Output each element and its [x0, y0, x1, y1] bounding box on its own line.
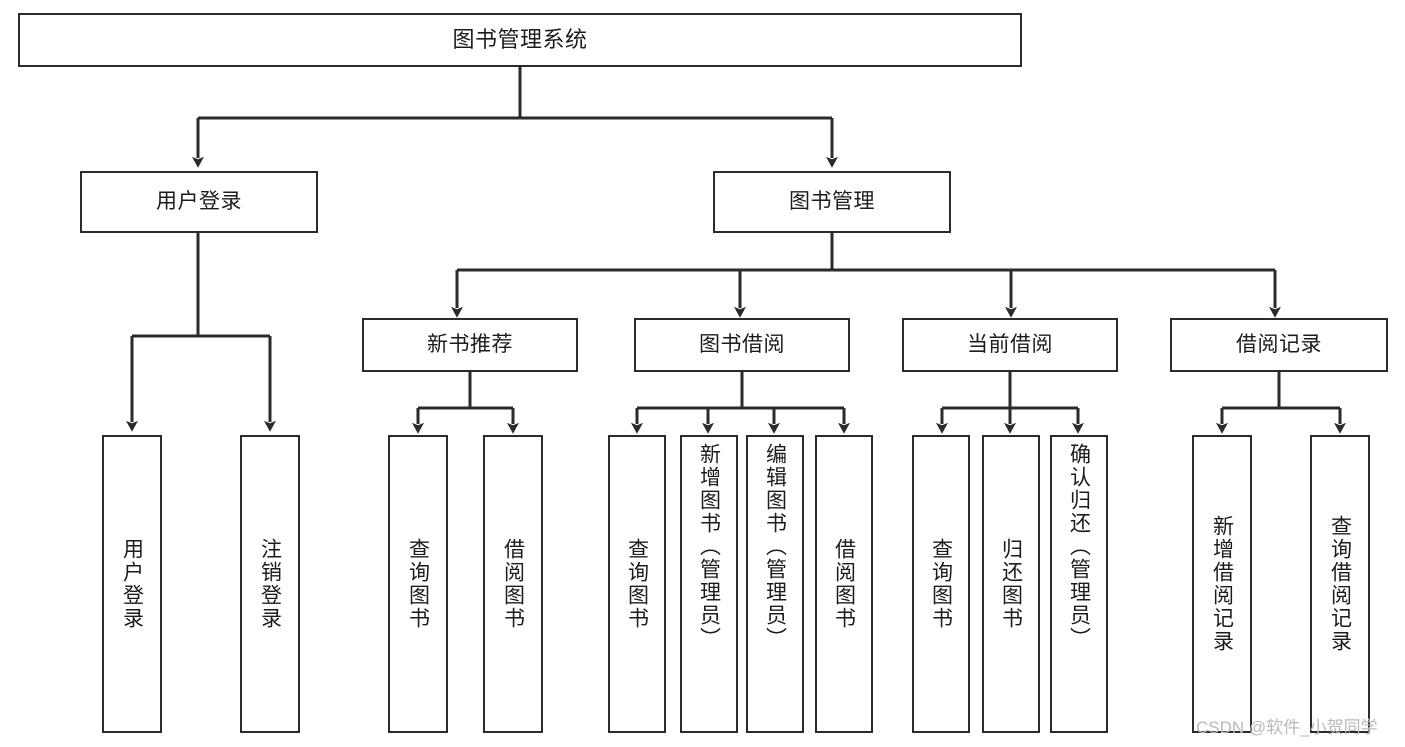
node-label: 确认归还（管理员） [1067, 443, 1091, 650]
leaf-current-borrow-query-book[interactable]: 查询图书 [912, 435, 970, 733]
leaf-new-book-query-book[interactable]: 查询图书 [388, 435, 448, 733]
node-label: 借阅图书 [832, 538, 856, 630]
leaf-new-book-borrow-book[interactable]: 借阅图书 [483, 435, 543, 733]
leaf-book-borrow-borrow-book[interactable]: 借阅图书 [815, 435, 873, 733]
node-label: 查询借阅记录 [1328, 515, 1352, 653]
node-new-book-recommend[interactable]: 新书推荐 [362, 318, 578, 372]
leaf-book-borrow-edit-book-admin[interactable]: 编辑图书（管理员） [746, 435, 804, 733]
leaf-current-borrow-confirm-return-admin[interactable]: 确认归还（管理员） [1050, 435, 1108, 733]
node-label: 查询图书 [625, 538, 649, 630]
node-label: 查询图书 [406, 538, 430, 630]
node-current-borrow[interactable]: 当前借阅 [902, 318, 1118, 372]
node-user-login[interactable]: 用户登录 [80, 171, 318, 233]
node-label: 当前借阅 [967, 333, 1053, 357]
node-label: 用户登录 [120, 538, 144, 630]
node-root-book-management-system[interactable]: 图书管理系统 [18, 13, 1022, 67]
node-book-borrow[interactable]: 图书借阅 [634, 318, 850, 372]
leaf-current-borrow-return-book[interactable]: 归还图书 [982, 435, 1040, 733]
leaf-user-login-login[interactable]: 用户登录 [102, 435, 162, 733]
node-label: 借阅图书 [501, 538, 525, 630]
node-label: 新书推荐 [427, 333, 513, 357]
node-label: 新增借阅记录 [1210, 515, 1234, 653]
leaf-borrow-record-add-record[interactable]: 新增借阅记录 [1192, 435, 1252, 733]
node-label: 借阅记录 [1236, 333, 1322, 357]
csdn-watermark: CSDN @软件_小贺同学 [1196, 718, 1378, 737]
node-label: 图书管理 [789, 190, 875, 214]
node-label: 注销登录 [258, 538, 282, 630]
node-label: 查询图书 [929, 538, 953, 630]
node-borrow-record[interactable]: 借阅记录 [1170, 318, 1388, 372]
leaf-user-login-logout[interactable]: 注销登录 [240, 435, 300, 733]
node-label: 归还图书 [999, 538, 1023, 630]
node-label: 编辑图书（管理员） [763, 443, 787, 650]
leaf-borrow-record-query-record[interactable]: 查询借阅记录 [1310, 435, 1370, 733]
node-label: 图书管理系统 [452, 26, 588, 52]
node-book-management[interactable]: 图书管理 [713, 171, 951, 233]
leaf-book-borrow-add-book-admin[interactable]: 新增图书（管理员） [680, 435, 738, 733]
node-label: 新增图书（管理员） [697, 443, 721, 650]
node-label: 图书借阅 [699, 333, 785, 357]
node-label: 用户登录 [156, 190, 242, 214]
leaf-book-borrow-query-book[interactable]: 查询图书 [608, 435, 666, 733]
